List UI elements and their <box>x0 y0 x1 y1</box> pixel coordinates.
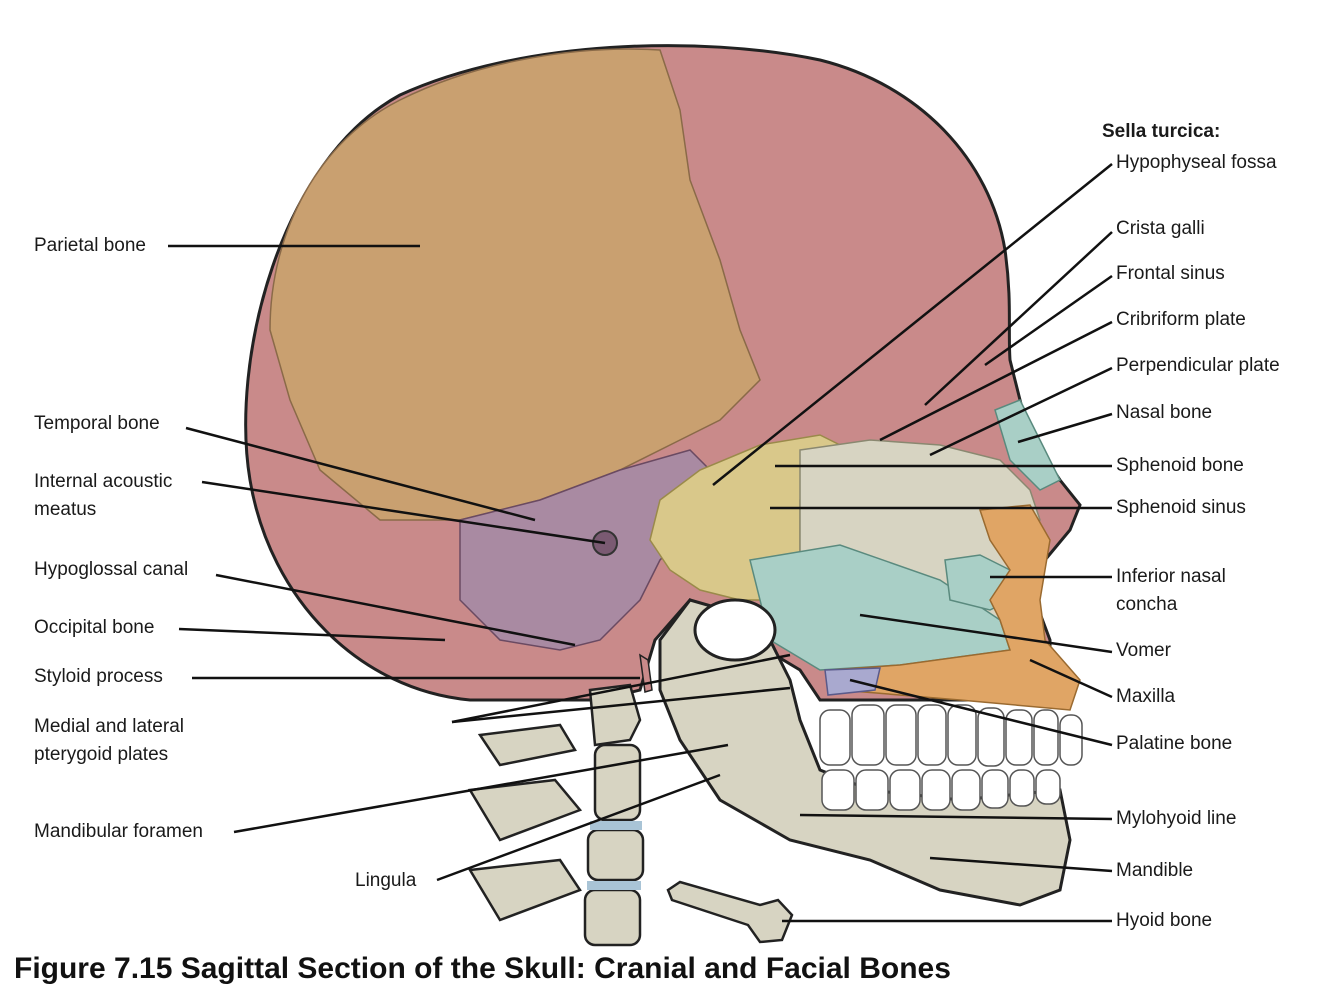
label-inferior-nasal-line2: concha <box>1116 594 1178 615</box>
label-crista-galli: Crista galli <box>1116 218 1205 239</box>
label-maxilla: Maxilla <box>1116 686 1176 707</box>
label-palatine-bone: Palatine bone <box>1116 733 1233 754</box>
label-occipital-bone: Occipital bone <box>34 617 155 638</box>
teeth <box>819 704 1083 811</box>
label-temporal-bone: Temporal bone <box>34 413 160 434</box>
nasal-bone-region <box>994 399 1062 491</box>
label-cribriform-plate: Cribriform plate <box>1116 309 1246 330</box>
label-inferior-nasal-line1: Inferior nasal <box>1116 566 1226 587</box>
parietal-bone-region <box>269 48 761 521</box>
label-mandible: Mandible <box>1116 860 1194 881</box>
figure-caption: Figure 7.15 Sagittal Section of the Skul… <box>14 952 951 985</box>
label-internal-acoustic-line2: meatus <box>34 499 97 520</box>
label-styloid-process: Styloid process <box>34 666 163 687</box>
label-parietal-bone: Parietal bone <box>34 235 146 256</box>
label-pterygoid-line2: pterygoid plates <box>34 744 169 765</box>
label-internal-acoustic-line1: Internal acoustic <box>34 471 173 492</box>
mandible-region <box>658 598 1072 907</box>
intervertebral-discs <box>587 821 642 890</box>
label-hyoid-bone: Hyoid bone <box>1116 910 1213 931</box>
cervical-vertebrae <box>467 683 645 947</box>
label-sphenoid-bone: Sphenoid bone <box>1116 455 1244 476</box>
label-hypoglossal-canal: Hypoglossal canal <box>34 559 189 580</box>
mandibular-notch <box>693 598 777 662</box>
leader-lines <box>168 163 1113 923</box>
label-perpendicular-plate: Perpendicular plate <box>1116 355 1280 376</box>
label-lingula: Lingula <box>355 870 417 891</box>
label-frontal-sinus: Frontal sinus <box>1116 263 1225 284</box>
label-pterygoid-line1: Medial and lateral <box>34 716 184 737</box>
label-sphenoid-sinus: Sphenoid sinus <box>1116 497 1246 518</box>
label-mylohyoid-line: Mylohyoid line <box>1116 808 1237 829</box>
temporal-bone-region <box>459 449 721 651</box>
hyoid-bone-shape <box>666 880 794 944</box>
label-vomer: Vomer <box>1116 640 1171 661</box>
label-hypophyseal-fossa: Hypophyseal fossa <box>1116 152 1277 173</box>
label-mandibular-foramen: Mandibular foramen <box>34 821 203 842</box>
label-sella-turcica: Sella turcica: <box>1102 121 1221 142</box>
label-nasal-bone: Nasal bone <box>1116 402 1213 423</box>
